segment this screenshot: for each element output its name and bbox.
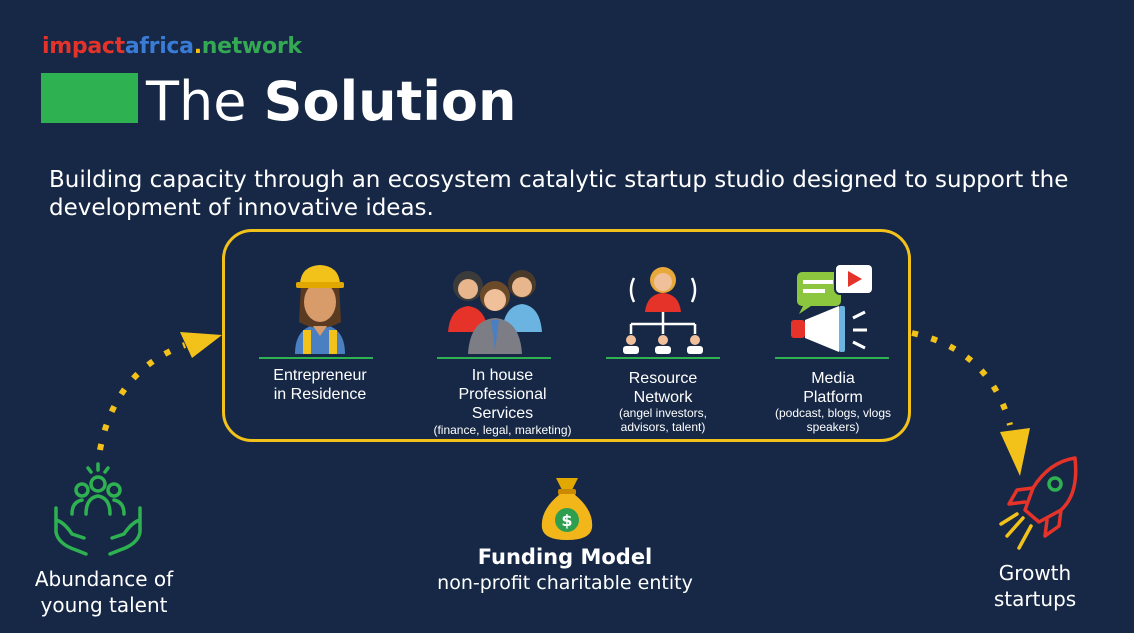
hands-people-icon [50, 462, 146, 563]
brand-logo: impactafrica.network [42, 34, 302, 59]
rocket-icon [995, 452, 1085, 561]
team-icon [446, 262, 544, 354]
arrow-head-left [180, 332, 222, 358]
page-title: The Solution [146, 70, 517, 133]
card-label: In house Professional Services [458, 367, 547, 422]
arrow-head-right [1000, 428, 1030, 476]
card-detail: (finance, legal, marketing) [433, 423, 572, 437]
divider [775, 357, 889, 359]
card-label: Resource Network [628, 370, 698, 406]
startup-studio-panel [222, 229, 911, 442]
card-professional-services: In house Professional Services (finance,… [420, 262, 585, 442]
money-bag-icon: $ [538, 476, 596, 545]
subtitle: Building capacity through an ecosystem c… [49, 167, 1069, 221]
card-label: Media Platform [803, 370, 863, 406]
megaphone-media-icon [787, 262, 879, 354]
output-label: Growth startups [993, 561, 1077, 611]
construction-worker-icon [281, 262, 359, 354]
funding-model-subtitle: non-profit charitable entity [437, 572, 693, 594]
card-media-platform: Media Platform (podcast, blogs, vlogs sp… [765, 262, 901, 442]
funding-model-title: Funding Model [477, 545, 653, 569]
title-accent-bar [41, 73, 138, 123]
card-resource-network: Resource Network (angel investors, advis… [598, 262, 728, 442]
card-detail: (podcast, blogs, vlogs speakers) [774, 406, 892, 434]
network-hierarchy-icon [620, 262, 706, 354]
divider [259, 357, 373, 359]
divider [606, 357, 720, 359]
input-label: Abundance of young talent [34, 567, 174, 617]
svg-text:$: $ [561, 511, 572, 530]
card-label: Entrepreneur in Residence [273, 367, 367, 403]
card-entrepreneur-in-residence: Entrepreneur in Residence [245, 262, 395, 442]
divider [437, 357, 551, 359]
card-detail: (angel investors, advisors, talent) [618, 406, 708, 434]
